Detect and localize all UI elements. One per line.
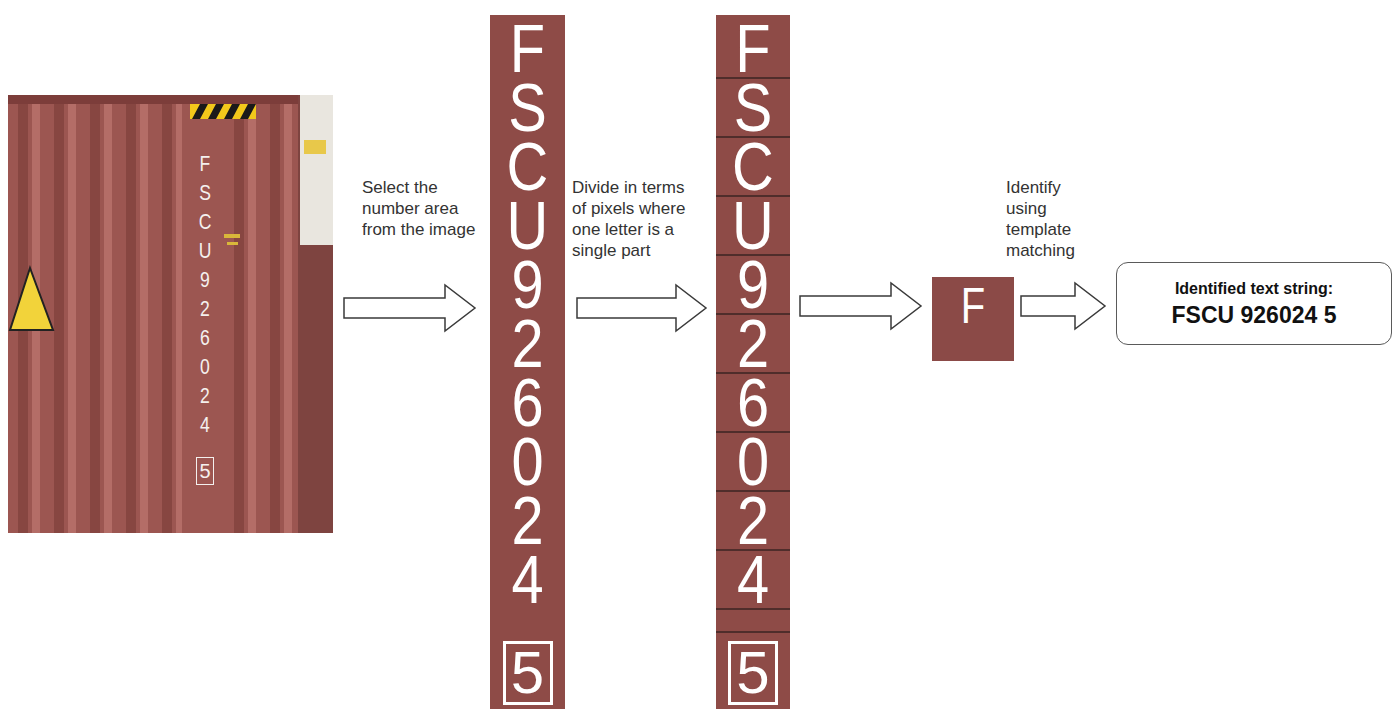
- hazard-stripe-band: [192, 104, 208, 119]
- character-glyph: 9: [194, 265, 216, 294]
- hazard-stripe-band: [240, 104, 256, 119]
- character-glyph: F: [194, 149, 216, 178]
- character-glyph: 5: [503, 641, 553, 705]
- block-arrow: [344, 285, 475, 331]
- character-glyph: U: [722, 196, 785, 255]
- paint-mark: [227, 242, 238, 245]
- character-glyph: 4: [194, 410, 216, 439]
- character-column: FSCU9260245: [716, 19, 790, 705]
- container-photo: FSCU9260245: [8, 95, 333, 533]
- step-label: Divide in terms of pixels where one lett…: [572, 177, 697, 261]
- container-top-rail: [8, 95, 298, 104]
- character-tile: F: [932, 277, 1014, 361]
- segmented-strip: FSCU9260245: [716, 15, 790, 709]
- segmented-strip-ground: [716, 15, 790, 709]
- character-glyph: 4: [722, 550, 785, 609]
- character-glyph: 2: [496, 314, 560, 373]
- character-glyph: U: [194, 236, 216, 265]
- corrugation-highlight: [284, 104, 292, 533]
- corrugation-highlight: [140, 104, 148, 533]
- step-label: Select the number area from the image: [362, 177, 482, 240]
- warning-triangle: [10, 268, 53, 330]
- container-wall: [8, 95, 333, 533]
- character-glyph: 5: [196, 457, 214, 485]
- result-heading: Identified text string:: [1175, 279, 1333, 299]
- corrugation-shadow: [162, 104, 172, 533]
- character-glyph: S: [722, 78, 785, 137]
- character-glyph: 6: [722, 373, 785, 432]
- character-glyph: 2: [496, 491, 560, 550]
- character-glyph: F: [940, 277, 1006, 335]
- character-glyph: 2: [722, 491, 785, 550]
- result-string: FSCU 926024 5: [1172, 301, 1337, 329]
- character-glyph: 6: [194, 323, 216, 352]
- character-glyph: C: [194, 207, 216, 236]
- corrugation-highlight: [248, 104, 256, 533]
- character-glyph: U: [496, 196, 560, 255]
- hazard-stripe-band: [224, 104, 240, 119]
- character-glyph: C: [496, 137, 560, 196]
- number-strip-ground: [490, 15, 565, 709]
- segment-line: [716, 632, 790, 633]
- corrugation-shadow: [270, 104, 280, 533]
- character-glyph: 2: [194, 294, 216, 323]
- character-glyph: 2: [722, 314, 785, 373]
- character-glyph: S: [496, 78, 560, 137]
- corrugation-highlight: [68, 104, 76, 533]
- character-glyph: S: [194, 178, 216, 207]
- block-arrow: [577, 285, 706, 331]
- character-glyph: 6: [496, 373, 560, 432]
- corrugation-shadow: [126, 104, 136, 533]
- corrugation-shadow: [54, 104, 64, 533]
- character-glyph: F: [722, 19, 785, 78]
- character-glyph: F: [496, 19, 560, 78]
- character-glyph: 0: [496, 432, 560, 491]
- hazard-stripe-band: [208, 104, 224, 119]
- character-glyph: 4: [496, 550, 560, 609]
- character-glyph: 9: [496, 255, 560, 314]
- character-column: FSCU9260245: [191, 149, 219, 485]
- step-label: Identify using template matching: [1006, 177, 1086, 261]
- character-glyph: 2: [194, 381, 216, 410]
- hazard-stripe: [190, 104, 256, 119]
- corrugation-highlight: [104, 104, 112, 533]
- corrugation-shadow: [90, 104, 100, 533]
- segment-lines: [716, 78, 790, 632]
- result-box: Identified text string:FSCU 926024 5: [1116, 262, 1392, 345]
- character-glyph: C: [722, 137, 785, 196]
- paint-mark: [224, 234, 240, 238]
- corrugation-highlight: [176, 104, 182, 533]
- yellow-sign: [304, 140, 326, 154]
- block-arrow: [1021, 283, 1105, 329]
- character-glyph: 0: [194, 352, 216, 381]
- block-arrow: [800, 283, 921, 329]
- neighbour-container: [298, 95, 333, 533]
- character-glyph: 9: [722, 255, 785, 314]
- character-column: FSCU9260245: [490, 19, 565, 705]
- character-glyph: 5: [728, 641, 778, 705]
- corrugation-shadow: [234, 104, 244, 533]
- number-strip: FSCU9260245: [490, 15, 565, 709]
- sky-background: [300, 95, 333, 245]
- character-glyph: 0: [722, 432, 785, 491]
